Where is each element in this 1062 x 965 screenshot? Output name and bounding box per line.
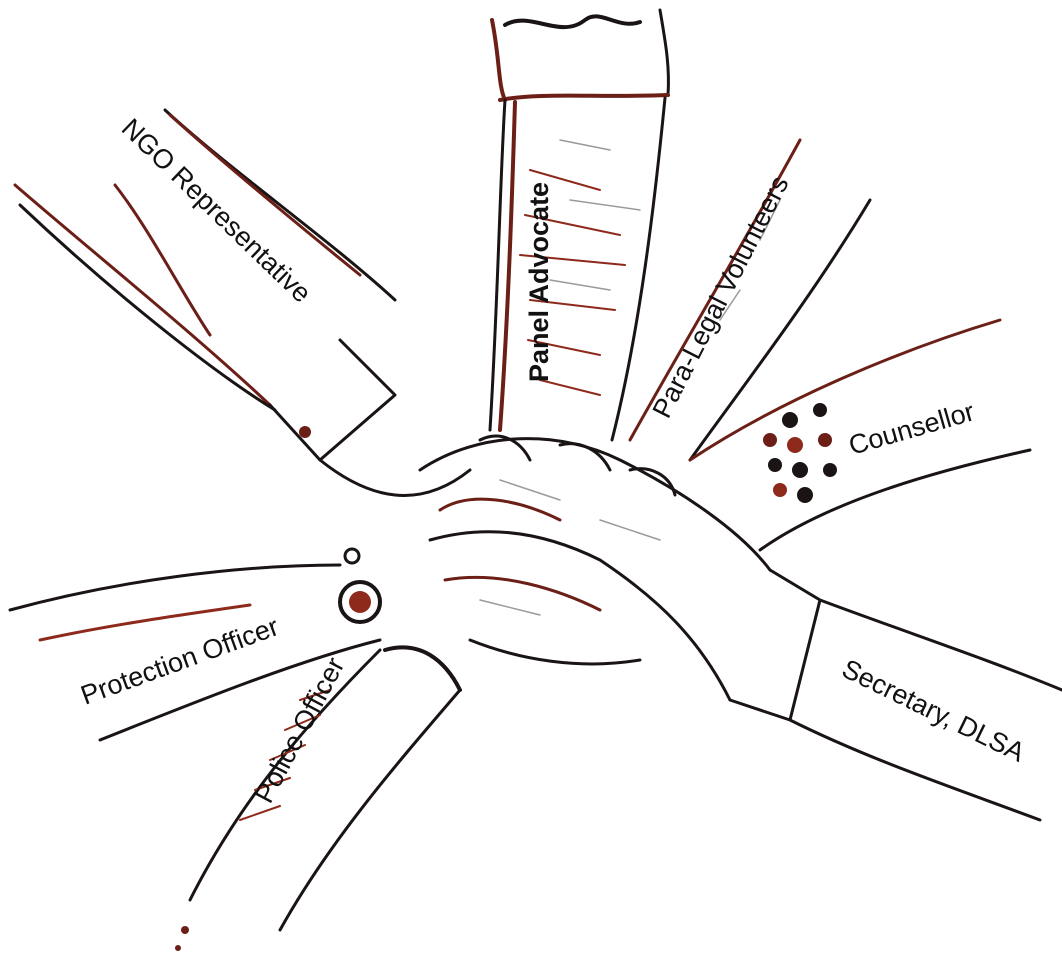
label-secretary-dlsa: Secretary, DLSA: [837, 653, 1029, 767]
arm-ngo-representative: [15, 110, 470, 495]
cufflink-icon: [299, 426, 311, 438]
bracelet-beads-icon: [763, 403, 837, 503]
label-panel-advocate: Panel Advocate: [524, 182, 554, 382]
label-para-legal-volunteers: Para-Legal Volunteers: [647, 171, 795, 423]
wristwatch-icon: [340, 549, 380, 622]
label-counsellor: Counsellor: [845, 396, 977, 460]
arm-panel-advocate: [490, 10, 668, 440]
stacked-hands: [420, 436, 770, 700]
